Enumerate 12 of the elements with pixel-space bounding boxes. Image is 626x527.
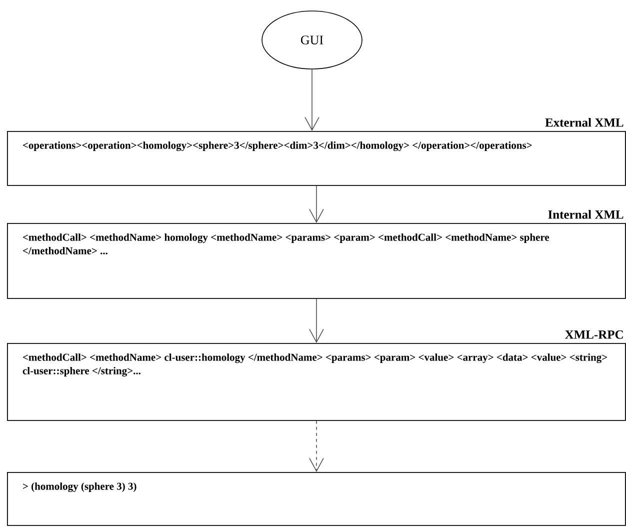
ellipse-node: GUI — [262, 10, 362, 70]
arrow — [309, 298, 324, 343]
box-heading: XML-RPC — [565, 330, 623, 339]
process-box: > (homology (sphere 3) 3) — [7, 472, 626, 526]
process-box: <operations><operation><homology><sphere>3</sphere><dim>3</dim></homology> </operation></operations> — [7, 131, 626, 186]
box-heading: Internal XML — [548, 210, 624, 219]
arrow — [309, 420, 324, 472]
box-heading: External XML — [545, 118, 624, 127]
arrow — [309, 185, 324, 223]
process-box: <methodCall> <methodName> cl-user::homology </methodName> <params> <param> <value> <array> <data> <value> <string> cl-user::sphere </string>... — [7, 343, 626, 421]
arrow — [304, 69, 320, 131]
process-box: <methodCall> <methodName> homology <methodName> <params> <param> <methodCall> <methodName> sphere </methodName> ... — [7, 223, 626, 299]
